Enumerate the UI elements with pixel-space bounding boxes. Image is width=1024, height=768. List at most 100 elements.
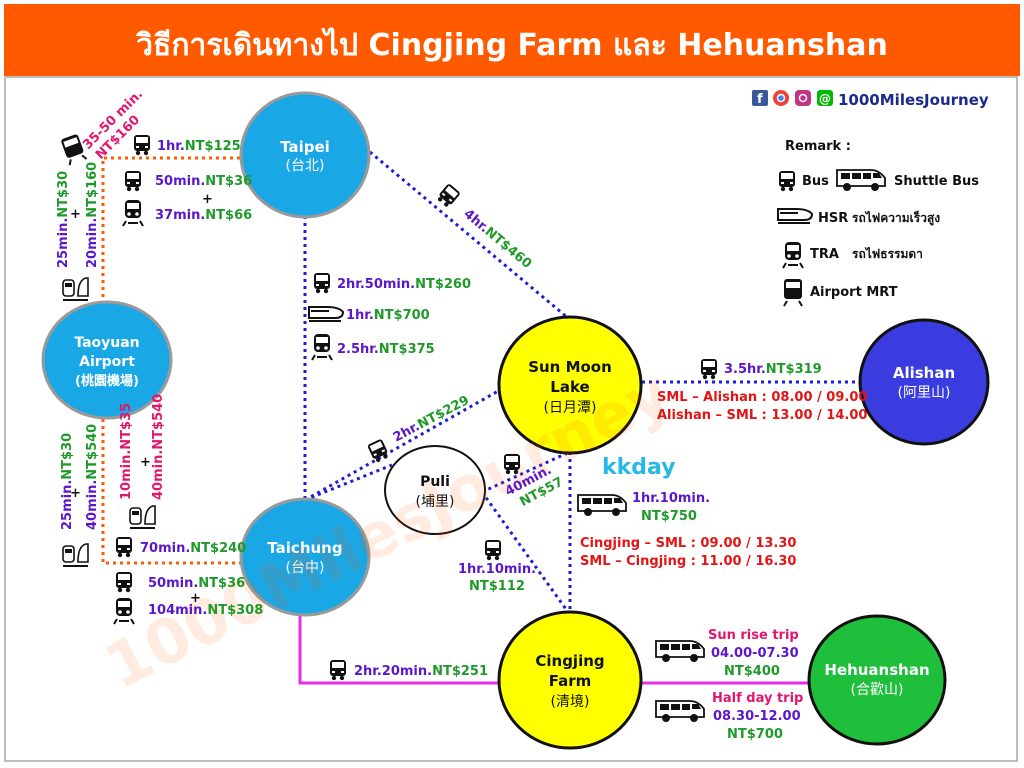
node-label: Taoyuan (74, 335, 139, 351)
route-label: 25min.NT$30 (56, 171, 71, 268)
route-label: 1hr.NT$125 (157, 139, 241, 154)
legend-tra-th: รถไฟธรรมดา (852, 246, 923, 261)
facebook-icon (752, 90, 768, 106)
route-label: 50min.NT$36 (148, 576, 245, 591)
bus-icon (125, 171, 141, 192)
route-label: 40min.NT$540 (85, 424, 100, 530)
route-taichung-cingjing (298, 614, 500, 685)
node-alishan: Alishan (阿里山) (858, 318, 990, 446)
node-label: Alishan (893, 364, 955, 382)
legend-mrt: Airport MRT (810, 285, 898, 300)
brand-handle: 1000MilesJourney (838, 91, 989, 109)
node-hehuanshan: Hehuanshan (合歡山) (807, 614, 947, 746)
node-label: Airport (79, 354, 135, 370)
mrt-icon (783, 278, 803, 307)
legend-tra: TRA (810, 247, 839, 262)
route-taipei-sml (369, 150, 569, 320)
svg-text:f: f (757, 92, 763, 107)
trip-price: NT$400 (724, 664, 780, 679)
legend-hsr: HSR (818, 211, 848, 226)
title-bar: วิธีการเดินทางไป Cingjing Farm และ Hehua… (4, 4, 1020, 76)
node-label-cn: (桃園機場) (75, 373, 139, 389)
train-icon (311, 333, 333, 361)
node-label-cn: (埔里) (416, 494, 455, 510)
remark-heading: Remark : (785, 139, 851, 154)
bus-icon (134, 135, 150, 156)
social-brand: f @ 1000MilesJourney (752, 90, 989, 109)
route-label: 2hr.NT$229 (391, 393, 472, 446)
node-label-cn: (清境) (551, 694, 590, 710)
line-icon (817, 90, 833, 106)
shuttle-van-icon (655, 640, 705, 663)
node-label-cn: (台中) (286, 560, 325, 576)
bus-icon (485, 540, 501, 561)
node-label-cn: (阿里山) (898, 385, 951, 401)
route-label: NT$112 (469, 579, 525, 594)
route-label: 4hr.NT$460 (460, 207, 534, 272)
page-title: วิธีการเดินทางไป Cingjing Farm และ Hehua… (136, 28, 888, 63)
legend-hsr-th: รถไฟความเร็วสูง (852, 210, 940, 226)
mrt-icon (59, 132, 88, 167)
hsr-icon (308, 306, 344, 322)
legend-bus: Bus (802, 174, 829, 189)
route-label: 2.5hr.NT$375 (337, 342, 435, 357)
route-label: 1hr.10min. (632, 491, 710, 506)
bus-icon (701, 359, 717, 380)
shuttle-van-icon (577, 494, 627, 517)
train-icon (782, 241, 804, 269)
node-label: Puli (420, 474, 450, 490)
route-label: 50min.NT$36 (155, 174, 252, 189)
mrt-hsr-icon (129, 505, 156, 529)
node-label-cn: (日月潭) (544, 399, 597, 416)
node-label: Farm (549, 672, 592, 690)
route-label: 1hr.10min. (458, 562, 536, 577)
node-label-cn: (合歡山) (851, 682, 904, 698)
plus-sign: + (202, 192, 213, 207)
route-label: 70min.NT$240 (140, 541, 246, 556)
route-label: 2hr.20min.NT$251 (354, 664, 488, 679)
schedule-text: SML – Cingjing : 11.00 / 16.30 (580, 554, 796, 569)
route-puli-sml (481, 448, 575, 494)
bus-icon (779, 171, 795, 192)
route-taoyuan-taipei (101, 156, 242, 325)
node-puli: Puli (埔里) (384, 445, 486, 535)
node-label: Cingjing (535, 652, 604, 670)
route-label: 37min.NT$66 (155, 208, 252, 223)
mrt-hsr-icon (62, 543, 89, 567)
hsr-icon (777, 208, 813, 224)
trip-price: NT$700 (727, 727, 783, 742)
train-icon (113, 597, 135, 625)
node-label: Lake (550, 378, 589, 396)
bus-icon (116, 572, 132, 593)
node-taichung: Taichung (台中) (239, 497, 371, 617)
bus-icon (314, 273, 330, 294)
node-label: Taipei (280, 138, 330, 156)
at-symbol: @ (819, 92, 831, 106)
shuttle-van-icon (836, 169, 886, 192)
node-label: Hehuanshan (824, 661, 929, 679)
node-label-cn: (台北) (286, 158, 325, 174)
route-label: NT$750 (641, 509, 697, 524)
bus-icon (116, 537, 132, 558)
route-label: 40min.NT$540 (151, 394, 166, 500)
trip-name: Sun rise trip (708, 628, 799, 643)
route-lines (101, 150, 862, 685)
schedule-text: Cingjing – SML : 09.00 / 13.30 (580, 536, 796, 551)
kkday-logo: kkday (602, 455, 676, 480)
bus-icon (366, 438, 390, 464)
bus-icon (330, 660, 346, 681)
shuttle-van-icon (655, 700, 705, 723)
trip-time: 08.30-12.00 (713, 709, 801, 724)
route-label: 25min.NT$30 (60, 433, 75, 530)
trip-name: Half day trip (712, 691, 803, 706)
route-taichung-sml (304, 388, 501, 502)
plus-sign: + (70, 207, 81, 222)
map-frame (4, 76, 1018, 762)
route-taichung-puli (304, 463, 393, 502)
trip-time: 04.00-07.30 (711, 646, 799, 661)
legend-shuttle: Shuttle Bus (894, 174, 979, 189)
plus-sign: + (190, 591, 201, 606)
node-label: Taichung (267, 539, 342, 557)
